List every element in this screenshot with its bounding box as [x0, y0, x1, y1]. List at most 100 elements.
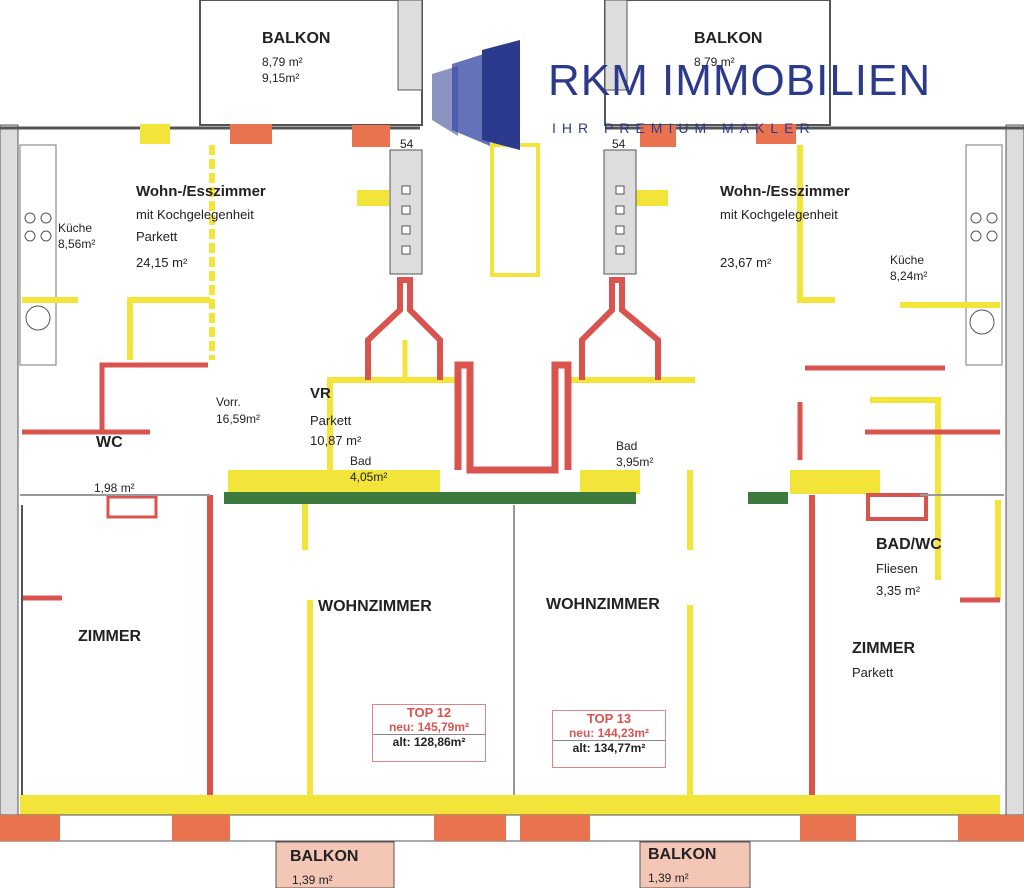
- sink-right: [969, 309, 995, 335]
- kitchen-counter-left: [19, 144, 57, 366]
- balcony-bottom-right: [639, 841, 751, 888]
- balkon-bottom-left-title: BALKON: [290, 848, 359, 865]
- shaft-left-box-4: [401, 245, 411, 255]
- balkon-top-left-area1: 8,79 m²: [262, 55, 303, 69]
- facade-red-5: [800, 815, 856, 841]
- wohn-left-title: Wohn-/Esszimmer: [136, 183, 266, 200]
- balkon-bottom-right-title: BALKON: [648, 846, 717, 863]
- top-wall-left-highlight: [140, 124, 170, 144]
- wohnzimmer-left-title: WOHNZIMMER: [318, 598, 432, 615]
- facade-bottom-yellow: [20, 795, 1000, 815]
- kitchen-wall-left-2: [127, 297, 210, 360]
- shaft-yellow-right: [636, 190, 668, 206]
- outer-wall-right: [1005, 124, 1024, 826]
- shaft-chimney-right: [579, 277, 661, 380]
- balcony-top-left-rail: [397, 0, 423, 91]
- facade-red-6: [958, 815, 1024, 841]
- wohn-right-title: Wohn-/Esszimmer: [720, 183, 850, 200]
- kueche-left-area: 8,56m²: [58, 237, 96, 251]
- unit-box-top-13: TOP 13 neu: 144,23m² alt: 134,77m²: [552, 710, 666, 768]
- vorr-area: 16,59m²: [216, 412, 261, 426]
- stove-right-4: [986, 230, 998, 242]
- door-line-green: [224, 492, 636, 504]
- center-wall-red: [454, 361, 572, 474]
- logo-mark-mid: [452, 52, 490, 146]
- stove-left-1: [24, 212, 36, 224]
- badwc-area: 3,35 m²: [876, 583, 921, 598]
- brand-name: RKM IMMOBILIEN: [548, 56, 932, 105]
- wc-title: WC: [96, 434, 123, 451]
- badwc-floor: Fliesen: [876, 561, 918, 576]
- zimmer-right-floor: Parkett: [852, 665, 894, 680]
- bath-wall-left: [327, 377, 455, 470]
- balcony-bottom-left: [275, 841, 395, 888]
- balkon-bottom-left-area: 1,39 m²: [292, 873, 333, 887]
- facade-red-2: [172, 815, 230, 841]
- shaft-chimney-left: [365, 277, 443, 380]
- balkon-top-left-title: BALKON: [262, 30, 331, 47]
- badwc-highlight: [790, 470, 880, 494]
- stove-right-2: [986, 212, 998, 224]
- unit-top-13-title: TOP 13: [586, 711, 632, 726]
- stairwell: [490, 143, 540, 277]
- balcony-top-left: [199, 0, 423, 126]
- wc-fixture: [106, 495, 158, 519]
- wohn-left-subtitle: mit Kochgelegenheit: [136, 207, 254, 222]
- vorr-title: Vorr.: [216, 395, 241, 409]
- outer-wall-left: [0, 124, 19, 826]
- balkon-top-right-area: 8,79 m²: [694, 55, 735, 69]
- shaft-left-dimension: 54: [400, 137, 414, 151]
- badwc-door: [866, 493, 928, 521]
- stove-right-3: [970, 230, 982, 242]
- shaft-right-box-1: [615, 185, 625, 195]
- unit-top-12-old: alt: 128,86m²: [373, 734, 485, 749]
- stove-left-3: [24, 230, 36, 242]
- stove-left-4: [40, 230, 52, 242]
- balkon-bottom-right-area: 1,39 m²: [648, 871, 689, 885]
- bad-left-title: Bad: [350, 454, 372, 468]
- wc-area: 1,98 m²: [94, 481, 135, 495]
- shaft-right-box-3: [615, 225, 625, 235]
- facade-red-3: [434, 815, 506, 841]
- kitchen-wall-right: [797, 145, 835, 303]
- shaft-left-box-1: [401, 185, 411, 195]
- shaft-right-box-4: [615, 245, 625, 255]
- unit-top-13-new: neu: 144,23m²: [568, 726, 650, 740]
- vr-floor: Parkett: [310, 413, 352, 428]
- facade-red-4: [520, 815, 590, 841]
- brand-logo: RKM IMMOBILIEN IHR PREMIUM MAKLER: [430, 44, 1000, 154]
- balkon-top-right-title: BALKON: [694, 30, 763, 47]
- wc-wall: [99, 362, 208, 430]
- kitchen-counter-right: [965, 144, 1003, 366]
- vr-area: 10,87 m²: [310, 433, 362, 448]
- wohn-right-subtitle: mit Kochgelegenheit: [720, 207, 838, 222]
- badwc-title: BAD/WC: [876, 536, 942, 553]
- shaft-yellow-left: [357, 190, 389, 206]
- wohnzimmer-right-title: WOHNZIMMER: [546, 596, 660, 613]
- shaft-left-box-3: [401, 225, 411, 235]
- bad-right-title: Bad: [616, 439, 638, 453]
- top-wall-right-red: [756, 124, 796, 144]
- shaft-left-box-2: [401, 205, 411, 215]
- stove-left-2: [40, 212, 52, 224]
- top-wall-left-red: [230, 124, 272, 144]
- bad-left-area: 4,05m²: [350, 470, 388, 484]
- unit-top-13-old: alt: 134,77m²: [553, 740, 665, 755]
- wohn-right-area: 23,67 m²: [720, 255, 772, 270]
- zimmer-right-title: ZIMMER: [852, 640, 916, 657]
- logo-mark-dark: [482, 40, 520, 150]
- bad-right-area: 3,95m²: [616, 455, 654, 469]
- facade-red-1: [0, 815, 60, 841]
- balcony-top-right-rail: [604, 0, 628, 91]
- kueche-left-title: Küche: [58, 221, 93, 235]
- shaft-right-dimension: 54: [612, 137, 626, 151]
- brand-tagline: IHR PREMIUM MAKLER: [552, 120, 816, 136]
- shaft-right-box-2: [615, 205, 625, 215]
- vr-title: VR: [310, 385, 331, 402]
- facade-bottom: [0, 814, 1024, 842]
- unit-top-12-new: neu: 145,79m²: [388, 720, 470, 734]
- bath-highlight-right: [580, 470, 640, 494]
- zimmer-left-title: ZIMMER: [78, 628, 142, 645]
